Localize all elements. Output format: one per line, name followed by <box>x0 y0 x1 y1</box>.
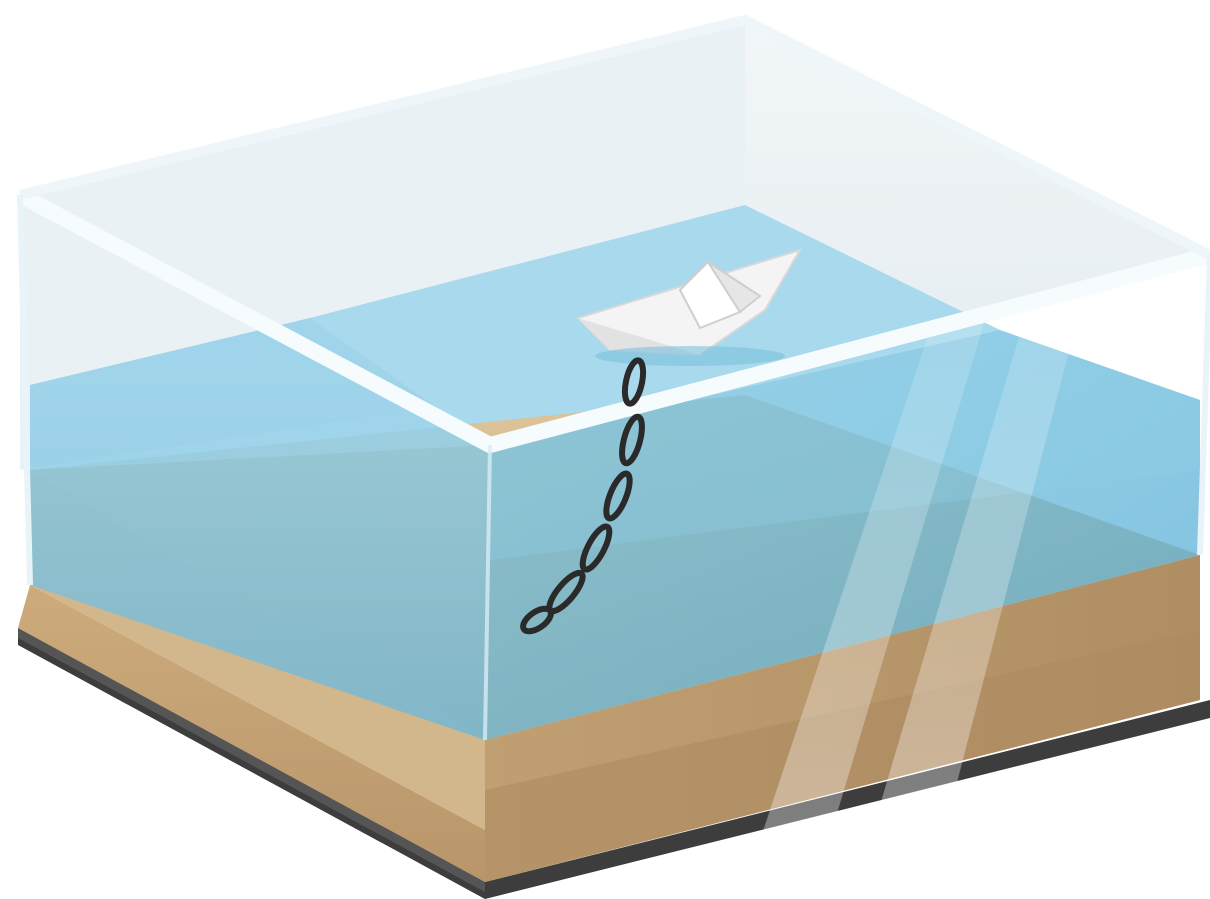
tank-scene <box>0 0 1210 899</box>
